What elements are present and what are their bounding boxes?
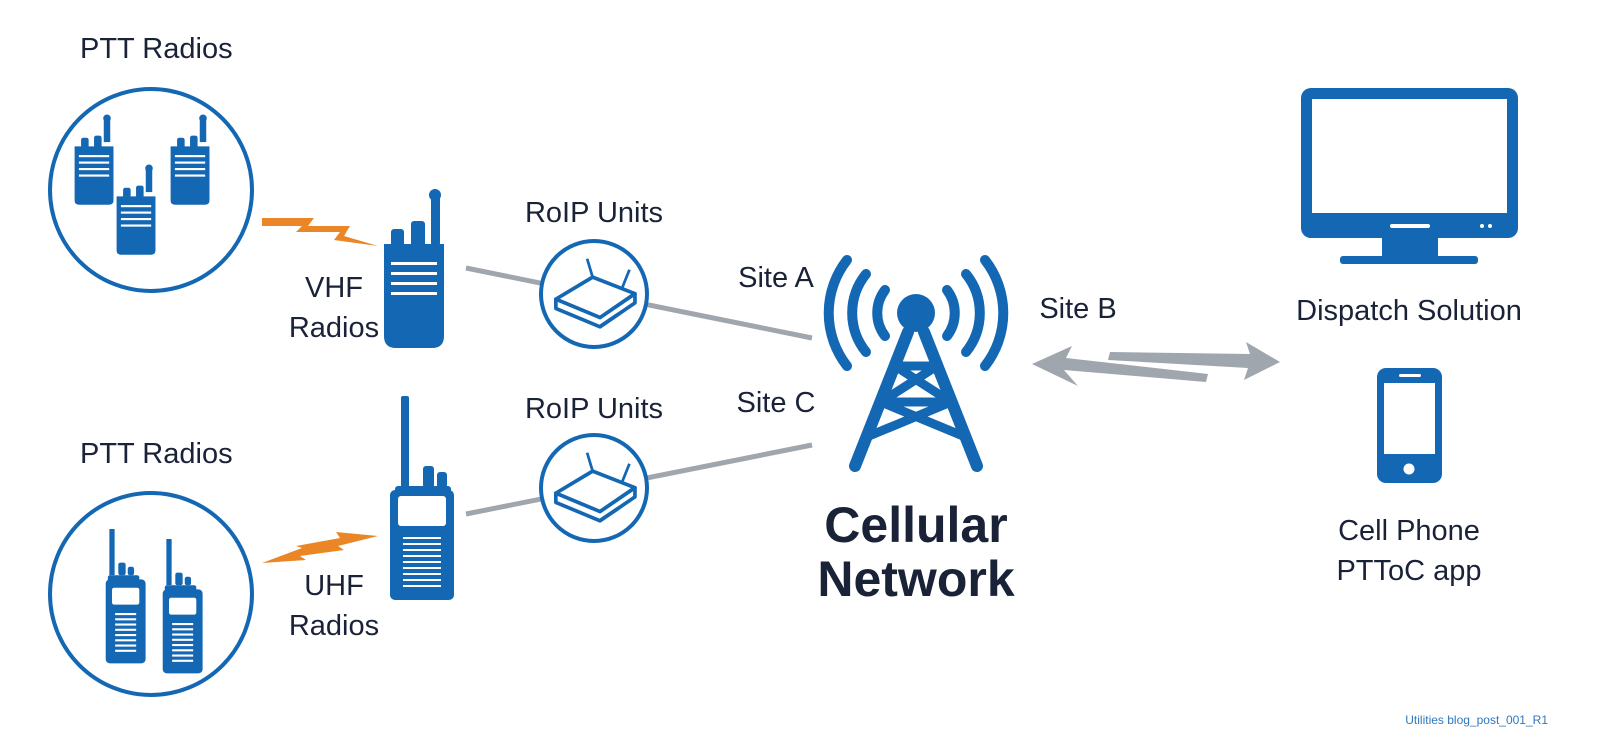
monitor-icon	[1301, 88, 1518, 264]
ptt-radios-top-label: PTT Radios	[80, 33, 233, 65]
ptt-radios-bottom-label: PTT Radios	[80, 438, 233, 470]
roip-router-bottom-icon	[539, 433, 649, 543]
double-arrow-icon	[1032, 342, 1280, 386]
roip-router-top-icon	[539, 239, 649, 349]
cellular-label-line2: Network	[817, 551, 1014, 607]
lightning-bolt-icon	[262, 532, 378, 563]
cell-tower-icon	[823, 255, 1009, 472]
uhf-radio-icon	[390, 396, 454, 600]
dispatch-label: Dispatch Solution	[1296, 295, 1522, 327]
roip-bottom-label: RoIP Units	[525, 393, 663, 425]
handheld-radios-top-icon	[48, 87, 254, 293]
vhf-label-line2: Radios	[289, 312, 379, 344]
credit-text: Utilities blog_post_001_R1	[1405, 713, 1548, 727]
roip-top-label: RoIP Units	[525, 197, 663, 229]
uhf-label-line1: UHF	[304, 570, 364, 602]
site-b-label: Site B	[1039, 293, 1116, 325]
uhf-label-line2: Radios	[289, 610, 379, 642]
site-a-label: Site A	[738, 262, 814, 294]
cell-phone-label-line1: Cell Phone	[1338, 515, 1480, 547]
vhf-radio-icon	[384, 189, 444, 348]
site-c-label: Site C	[737, 387, 816, 419]
handheld-radios-bottom-icon	[48, 491, 254, 697]
smartphone-icon	[1377, 368, 1442, 483]
cell-phone-label-line2: PTToC app	[1336, 555, 1481, 587]
vhf-label-line1: VHF	[305, 272, 363, 304]
cellular-label-line1: Cellular	[824, 497, 1007, 553]
lightning-bolt-icon	[262, 218, 378, 246]
